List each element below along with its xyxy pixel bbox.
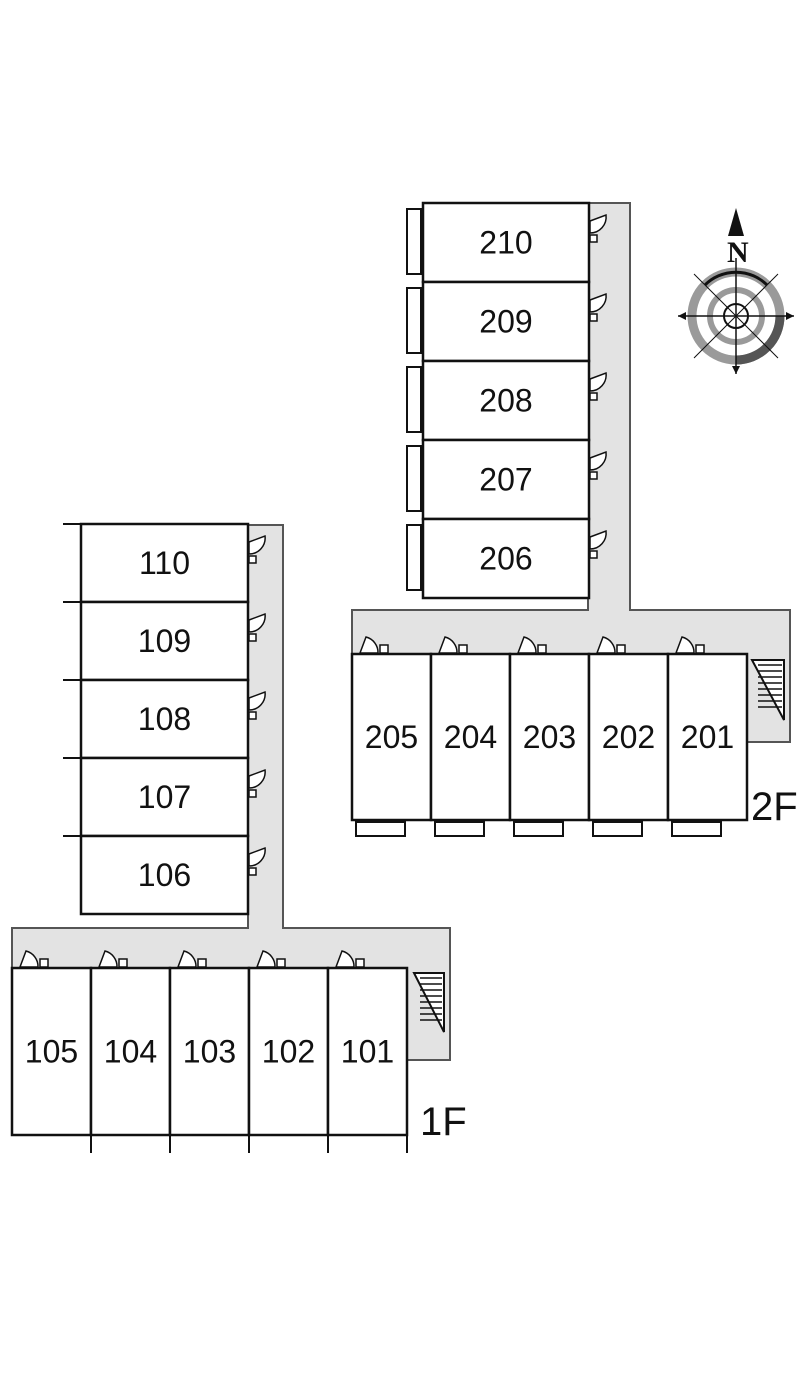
- balcony: [434, 821, 485, 837]
- door-icon: [437, 636, 468, 654]
- units-2f-vertical: 210 209 208 207 206: [406, 201, 607, 600]
- door-icon: [589, 292, 607, 322]
- unit-label: 110: [139, 545, 190, 581]
- unit-box: [429, 652, 512, 822]
- unit-box: [587, 652, 670, 822]
- door-icon: [248, 846, 266, 876]
- balcony: [406, 366, 422, 433]
- unit-label: 210: [479, 225, 532, 261]
- balcony: [513, 821, 564, 837]
- unit-label: 107: [138, 779, 191, 815]
- balcony: [355, 821, 406, 837]
- stairs-1f: [412, 972, 445, 1033]
- door-icon: [589, 529, 607, 559]
- floor-label-2f: 2F: [751, 785, 798, 829]
- unit-label: 209: [479, 304, 532, 340]
- unit-label: 202: [602, 719, 655, 755]
- compass-icon: [678, 208, 794, 374]
- unit-label: 203: [523, 719, 576, 755]
- units-1f-horizontal: 105 104 103 102 101: [10, 950, 409, 1153]
- door-icon: [248, 612, 266, 642]
- unit-label: 109: [138, 623, 191, 659]
- door-icon: [516, 636, 547, 654]
- door-icon: [248, 534, 266, 564]
- unit-box: [79, 834, 250, 916]
- door-icon: [674, 636, 705, 654]
- door-icon: [358, 636, 389, 654]
- unit-box: [79, 600, 250, 682]
- unit-box: [666, 652, 749, 822]
- door-icon: [176, 950, 207, 968]
- door-icon: [18, 950, 49, 968]
- door-icon: [248, 768, 266, 798]
- unit-box: [421, 517, 591, 600]
- unit-box: [247, 966, 330, 1137]
- compass-north-label: N: [727, 236, 749, 269]
- door-icon: [97, 950, 128, 968]
- unit-label: 208: [479, 383, 532, 419]
- balcony: [406, 208, 422, 275]
- unit-box: [350, 652, 433, 822]
- unit-box: [79, 678, 250, 760]
- unit-label: 104: [104, 1034, 157, 1070]
- unit-box: [79, 522, 250, 604]
- balcony: [406, 445, 422, 512]
- unit-label: 103: [183, 1034, 236, 1070]
- unit-box: [508, 652, 591, 822]
- unit-box: [421, 201, 591, 284]
- balcony: [406, 287, 422, 354]
- door-icon: [255, 950, 286, 968]
- unit-label: 206: [479, 541, 532, 577]
- door-icon: [589, 371, 607, 401]
- balcony: [406, 524, 422, 591]
- unit-label: 207: [479, 462, 532, 498]
- unit-box: [168, 966, 251, 1137]
- unit-box: [79, 756, 250, 838]
- balcony: [592, 821, 643, 837]
- unit-label: 108: [138, 701, 191, 737]
- unit-label: 201: [681, 719, 734, 755]
- unit-label: 105: [25, 1034, 78, 1070]
- unit-label: 205: [365, 719, 418, 755]
- floor-label-1f: 1F: [420, 1100, 467, 1144]
- door-icon: [589, 213, 607, 243]
- door-icon: [595, 636, 626, 654]
- units-1f-vertical: 110 109 108 107 106: [63, 522, 266, 916]
- door-icon: [248, 690, 266, 720]
- unit-label: 106: [138, 857, 191, 893]
- units-2f-horizontal: 205 204 203 202 201: [350, 636, 749, 837]
- unit-label: 204: [444, 719, 497, 755]
- door-icon: [334, 950, 365, 968]
- unit-label: 102: [262, 1034, 315, 1070]
- unit-box: [421, 438, 591, 521]
- balcony: [671, 821, 722, 837]
- door-icon: [589, 450, 607, 480]
- stairs-2f: [750, 659, 785, 721]
- unit-label: 101: [341, 1034, 394, 1070]
